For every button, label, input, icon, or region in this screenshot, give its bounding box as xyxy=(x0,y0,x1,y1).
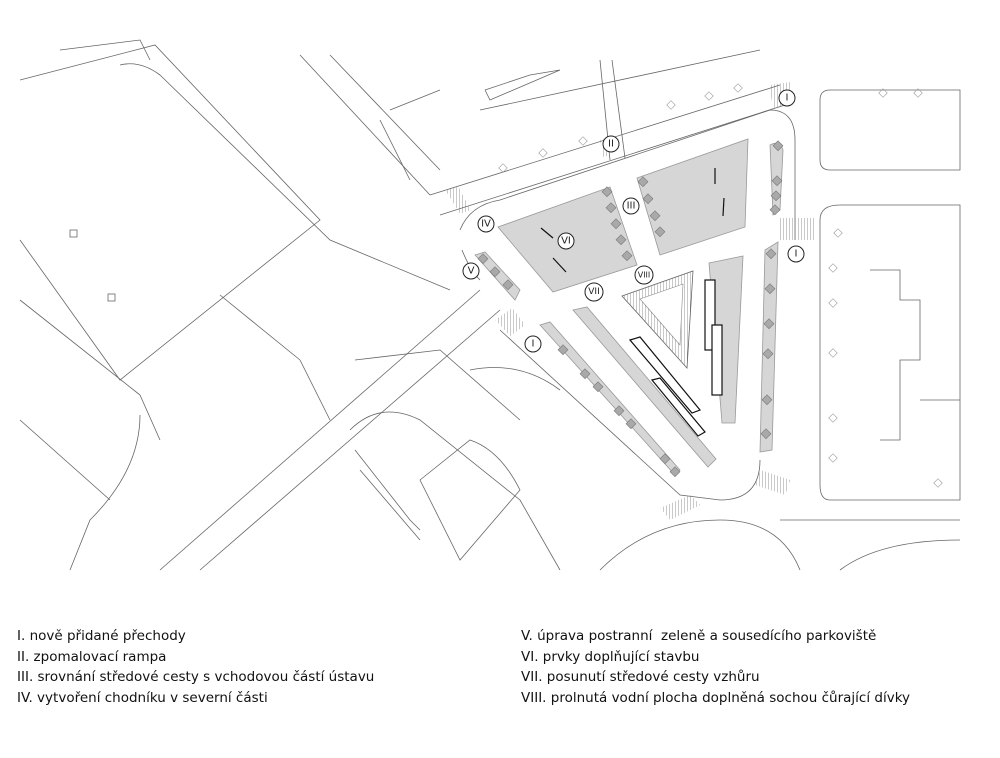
tree-strip-right-2 xyxy=(759,241,779,453)
marker-vii: VII xyxy=(584,282,604,302)
marker-viii: VIII xyxy=(634,265,654,285)
legend-item-v: V. úprava postranní zeleně a sousedícího… xyxy=(521,628,877,644)
trees xyxy=(477,140,784,478)
area-iii xyxy=(636,138,749,256)
legend-item-viii: VIII. prolnutá vodní plocha doplněná soc… xyxy=(521,689,911,706)
marker-i-north: I xyxy=(778,89,796,107)
marker-iv: IV xyxy=(477,215,495,233)
svg-text:III: III xyxy=(627,201,636,212)
building-block xyxy=(19,44,321,381)
markers: I II III IV V VI VII VIII I I xyxy=(462,89,805,353)
legend-left: I. nově přidané přechody II. zpomalovací… xyxy=(17,626,374,708)
legend-right: V. úprava postranní zeleně a sousedícího… xyxy=(521,626,910,708)
vi-elements xyxy=(540,168,725,273)
legend-item-iii: III. srovnání středové cesty s vchodovou… xyxy=(17,669,375,685)
marker-v: V xyxy=(462,262,480,280)
legend-item-iv: IV. vytvoření chodníku v severní části xyxy=(17,689,268,706)
marker-i-east: I xyxy=(787,245,805,263)
legend-item-ii: II. zpomalovací rampa xyxy=(17,648,167,665)
marker-vi: VI xyxy=(557,232,575,250)
diagonal-strip xyxy=(572,306,717,468)
svg-text:I: I xyxy=(532,339,535,350)
svg-text:I: I xyxy=(795,249,798,260)
svg-text:V: V xyxy=(468,266,475,277)
svg-text:VIII: VIII xyxy=(638,271,651,280)
svg-text:II: II xyxy=(608,139,614,150)
legend-item-vii: VII. posunutí středové cesty vzhůru xyxy=(521,669,760,685)
marker-ii: II xyxy=(602,135,620,153)
legend-item-i: I. nově přidané přechody xyxy=(17,628,186,644)
svg-text:IV: IV xyxy=(481,219,491,230)
svg-text:VII: VII xyxy=(588,287,599,297)
existing-trees xyxy=(498,83,943,488)
marker-i-south: I xyxy=(524,335,542,353)
svg-text:I: I xyxy=(786,93,789,104)
svg-text:VI: VI xyxy=(561,236,571,247)
site-plan: I II III IV V VI VII VIII I I xyxy=(19,39,961,571)
legend-item-vi: VI. prvky doplňující stavbu xyxy=(521,648,700,665)
marker-iii: III xyxy=(622,197,640,215)
benches xyxy=(628,279,723,437)
street-lines xyxy=(19,39,961,571)
